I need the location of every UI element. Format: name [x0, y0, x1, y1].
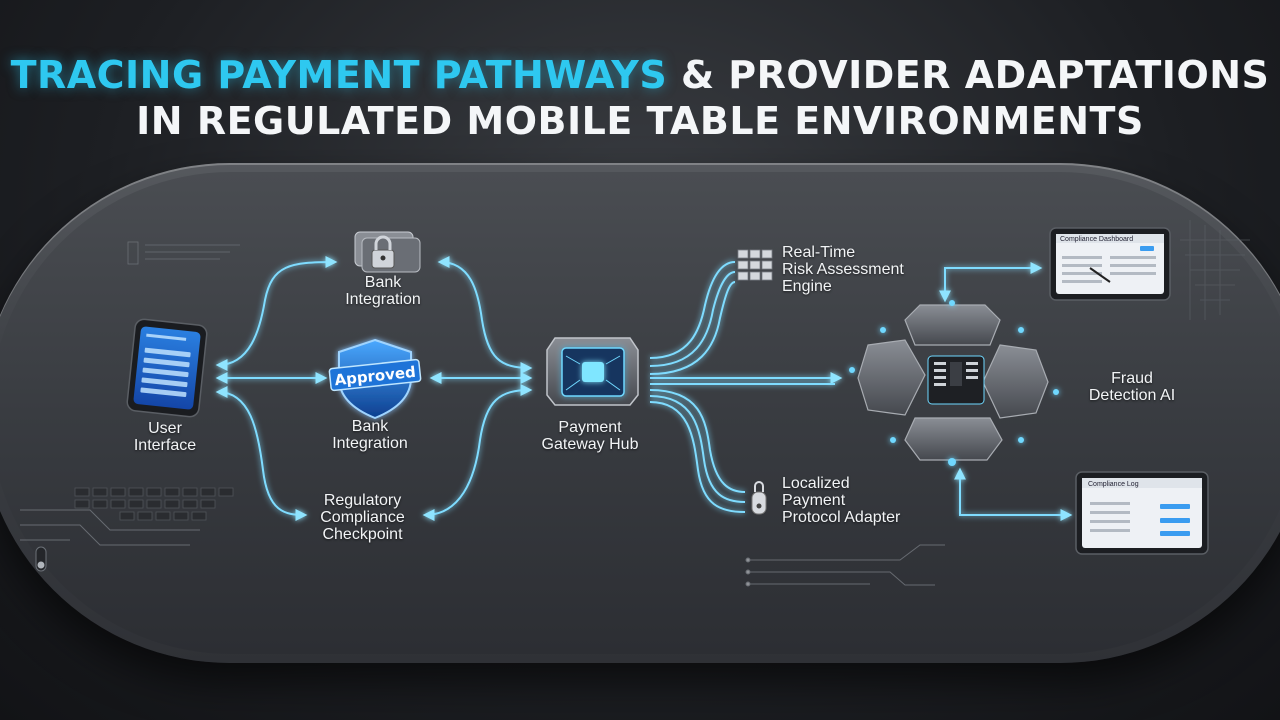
decor-right-grid [1180, 220, 1250, 320]
title-line-2: IN REGULATED MOBILE TABLE ENVIRONMENTS [136, 99, 1144, 143]
phone-device [126, 318, 208, 418]
tablet-top-header: Compliance Dashboard [1060, 236, 1133, 243]
label-fraud-l2: Detection AI [1088, 387, 1176, 404]
link-gateway-local-1 [649, 389, 746, 493]
label-fraud-l1: Fraud [1111, 370, 1153, 387]
label-user-interface: User Interface [110, 420, 220, 454]
label-risk-l3: Engine [782, 278, 832, 295]
flow-lines-right [649, 261, 1073, 521]
label-bank-integration-mid: Bank Integration [310, 418, 430, 452]
label-user-interface-l2: Interface [133, 437, 197, 454]
label-gateway-l1: Payment [558, 419, 622, 436]
title-line-1-rest: & PROVIDER ADAPTATIONS [680, 53, 1270, 97]
label-fraud-detection: Fraud Detection AI [1072, 370, 1192, 404]
label-regulatory-checkpoint: Regulatory Compliance Checkpoint [300, 492, 425, 543]
label-bank-mid-l1: Bank [351, 418, 389, 435]
link-ui-regulatory [215, 386, 308, 521]
label-bank-top-l1: Bank [364, 274, 402, 291]
label-gateway-l2: Gateway Hub [541, 436, 639, 453]
flow-lines-left [215, 256, 533, 521]
decor-left-keypad [74, 487, 234, 521]
title-highlight: TRACING PAYMENT PATHWAYS [10, 53, 668, 97]
link-gateway-risk-2 [649, 271, 736, 367]
bank-lock-icon [354, 231, 421, 273]
link-gateway-risk-1 [649, 261, 736, 359]
shield-approved-icon [328, 338, 422, 420]
link-bank-top-gateway [437, 256, 533, 374]
title-line-1: TRACING PAYMENT PATHWAYS & PROVIDER ADAP… [0, 52, 1280, 98]
fraud-hex-cluster [849, 300, 1059, 466]
label-risk-engine: Real-Time Risk Assessment Engine [782, 244, 932, 295]
decor-left-circuit [20, 509, 200, 546]
label-regulatory-l3: Checkpoint [322, 526, 403, 543]
label-regulatory-l1: Regulatory [323, 492, 402, 509]
link-regulatory-gateway [422, 384, 533, 521]
label-bank-top-l2: Integration [345, 291, 421, 308]
label-localized-l3: Protocol Adapter [782, 509, 901, 526]
page-title: TRACING PAYMENT PATHWAYS & PROVIDER ADAP… [0, 52, 1280, 144]
link-ui-bank-top [215, 256, 338, 371]
tablet-bottom [1075, 471, 1209, 555]
gateway-chip-icon [546, 337, 639, 406]
link-fraud-tablet-top [939, 262, 1043, 303]
label-payment-gateway: Payment Gateway Hub [525, 419, 655, 453]
label-risk-l2: Risk Assessment [782, 261, 904, 278]
decor-left-toggle [35, 546, 47, 572]
label-regulatory-l2: Compliance [320, 509, 405, 526]
label-user-interface-l1: User [148, 420, 182, 437]
tablet-bottom-header: Compliance Log [1088, 481, 1139, 488]
link-gateway-risk-3 [649, 281, 736, 375]
label-localized-l1: Localized [782, 475, 850, 492]
link-gateway-local-3 [649, 401, 746, 513]
label-risk-l1: Real-Time [782, 244, 856, 261]
label-localized-adapter: Localized Payment Protocol Adapter [782, 475, 932, 526]
decor-left-device [127, 241, 240, 265]
decor-right-bottom-circuit [745, 544, 945, 587]
label-localized-l2: Payment [782, 492, 846, 509]
label-bank-integration-top: Bank Integration [323, 274, 443, 308]
risk-engine-icon [737, 249, 773, 281]
link-fraud-tablet-bottom [954, 467, 1073, 521]
label-bank-mid-l2: Integration [332, 435, 408, 452]
link-gateway-local-2 [649, 395, 746, 503]
tablet-top [1049, 227, 1171, 301]
adapter-lock-icon [751, 481, 767, 515]
